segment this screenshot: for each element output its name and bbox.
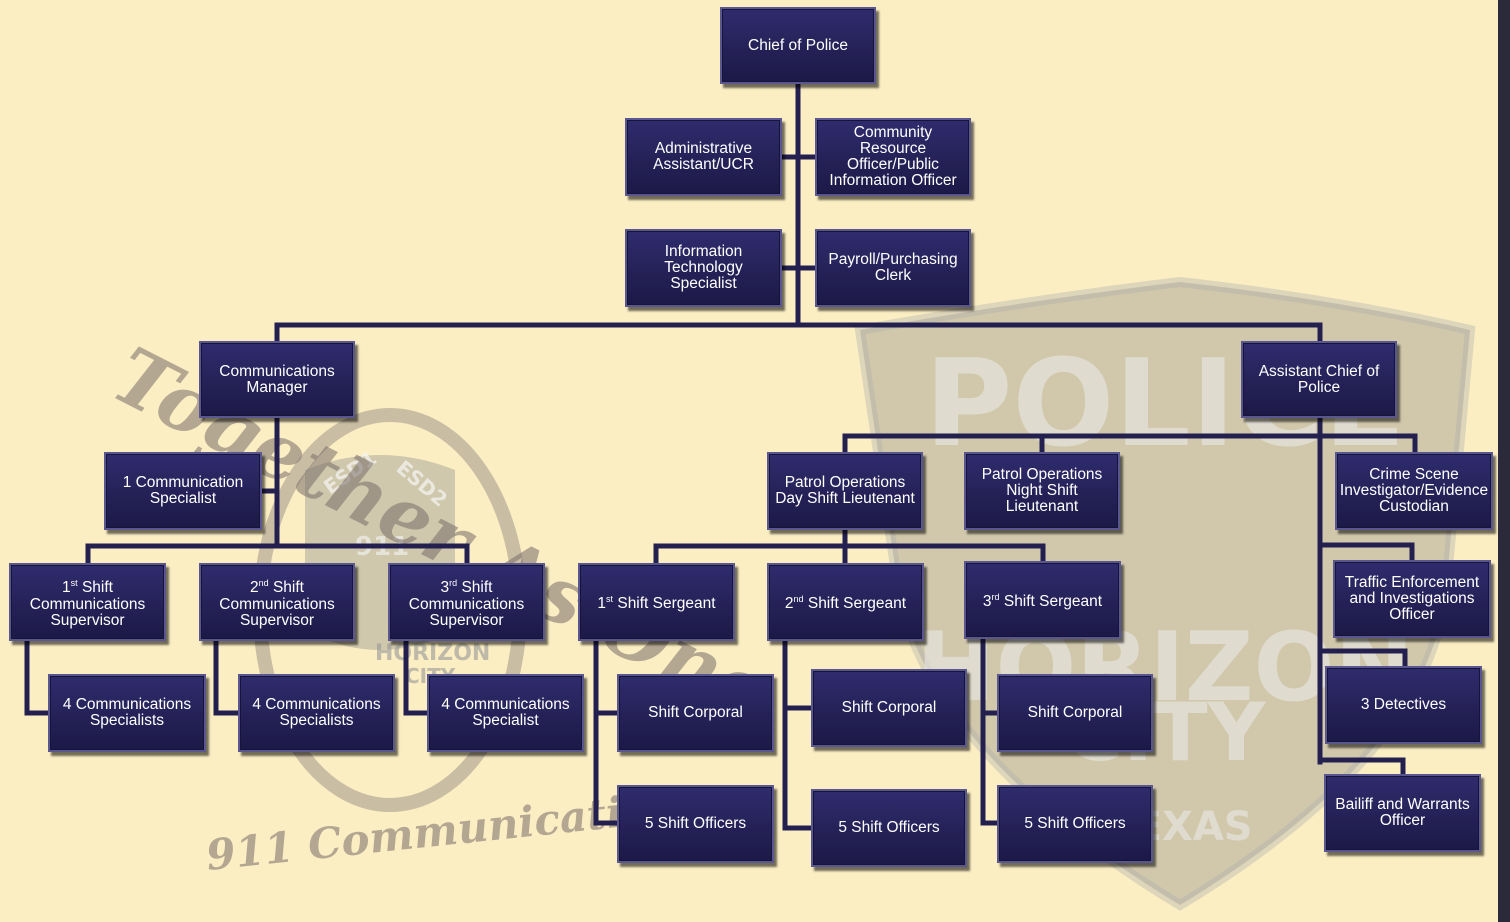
svg-text:HORIZON: HORIZON bbox=[375, 641, 490, 666]
org-node-sergeant-1: 1st Shift Sergeant bbox=[578, 563, 735, 641]
org-node-corporal-2: Shift Corporal bbox=[811, 669, 967, 747]
org-node-corporal-1: Shift Corporal bbox=[617, 674, 774, 752]
org-node-corporal-3: Shift Corporal bbox=[997, 674, 1153, 752]
org-node-detectives: 3 Detectives bbox=[1325, 666, 1482, 744]
org-node-officers-2: 5 Shift Officers bbox=[811, 789, 967, 867]
right-edge-bar bbox=[1498, 0, 1510, 922]
org-node-officers-3: 5 Shift Officers bbox=[997, 785, 1153, 863]
org-node-chief-of-police: Chief of Police bbox=[720, 7, 876, 84]
org-node-sergeant-3: 3rd Shift Sergeant bbox=[964, 561, 1121, 639]
org-node-sergeant-2: 2nd Shift Sergeant bbox=[767, 563, 924, 641]
org-node-officers-1: 5 Shift Officers bbox=[617, 785, 774, 863]
